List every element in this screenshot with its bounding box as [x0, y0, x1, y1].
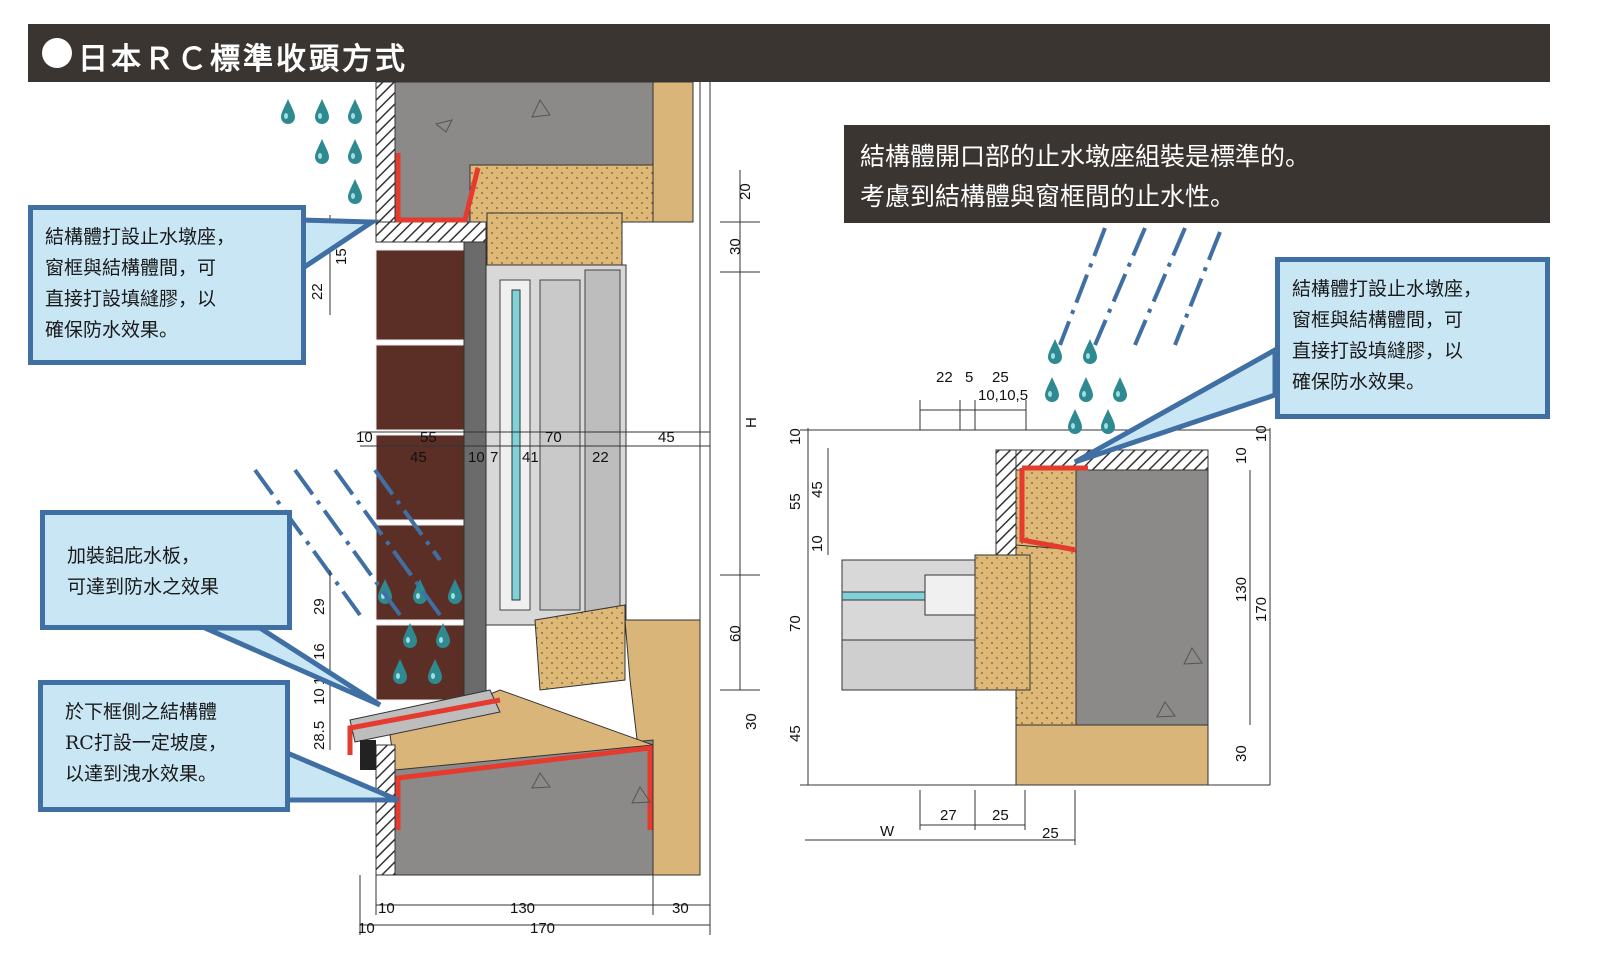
dim-label: 10,10,5: [978, 387, 1028, 404]
dim-label: 30: [743, 713, 760, 730]
explanation-banner: 結構體開口部的止水墩座組裝是標準的。 考慮到結構體與窗框間的止水性。: [844, 125, 1550, 223]
dim-label: 170: [1253, 597, 1270, 622]
dim-label: 70: [545, 429, 562, 446]
dim-label: 45: [787, 725, 804, 742]
rain-drop-icon: [281, 99, 295, 124]
callout-line: 以達到洩水效果。: [65, 763, 218, 785]
triangle-aggregate-icon: [531, 772, 551, 789]
dim-label: 25: [992, 369, 1009, 386]
rain-drop-icon: [315, 99, 329, 124]
callout-line: 確保防水效果。: [1292, 371, 1426, 393]
dim-label: 27: [940, 807, 957, 824]
dim-label: 41: [522, 449, 539, 466]
callout-line: 結構體打設止水墩座，: [45, 226, 236, 248]
callout-line: RC打設一定坡度，: [65, 732, 227, 754]
dim-label: 22: [592, 449, 609, 466]
dim-label: 5: [965, 369, 973, 386]
dim-label: 10: [378, 900, 395, 917]
callout-middle-left: 加裝鋁庇水板， 可達到防水之效果: [40, 510, 292, 630]
dim-label: 25: [1042, 825, 1059, 842]
left-section: [253, 81, 760, 935]
callout-right: 結構體打設止水墩座， 窗框與結構體間，可 直接打設填縫膠，以 確保防水效果。: [1275, 257, 1550, 419]
callout-top-left: 結構體打設止水墩座， 窗框與結構體間，可 直接打設填縫膠，以 確保防水效果。: [28, 205, 306, 365]
callout-bottom-left: 於下框側之結構體 RC打設一定坡度， 以達到洩水效果。: [38, 680, 290, 812]
callout-line: 於下框側之結構體: [65, 701, 218, 723]
callout-line: 窗框與結構體間，可: [1292, 309, 1464, 331]
dim-label: 45: [410, 449, 427, 466]
callout-line: 加裝鋁庇水板，: [67, 545, 201, 567]
rain-drop-icon: [1113, 377, 1127, 402]
dim-label: W: [880, 823, 895, 840]
dim-label: 130: [510, 900, 535, 917]
dim-label: 60: [727, 625, 744, 642]
dim-label: 16: [311, 643, 328, 660]
rain-streak-icon: [253, 468, 442, 617]
dim-label: 15: [333, 248, 350, 265]
dim-label: 45: [658, 429, 675, 446]
bullet-circle-icon: [42, 38, 72, 68]
dim-label: H: [743, 417, 760, 428]
dim-label: 10: [1233, 447, 1250, 464]
dim-label: 10: [787, 428, 804, 445]
rain-drop-icon: [348, 139, 362, 164]
dim-label: 55: [787, 493, 804, 510]
dim-label: 45: [809, 481, 826, 498]
rain-drop-icon: [1068, 409, 1082, 434]
triangle-aggregate-icon: [631, 786, 651, 804]
dim-label: 10: [1253, 425, 1270, 442]
callout-line: 結構體打設止水墩座，: [1292, 278, 1483, 300]
callout-line: 可達到防水之效果: [67, 576, 220, 598]
callout-line: 直接打設填縫膠，以: [45, 288, 217, 310]
dim-label: 20: [737, 183, 754, 200]
banner-line: 考慮到結構體與窗框間的止水性。: [860, 182, 1236, 211]
rain-drop-icon: [315, 139, 329, 164]
callout-line: 確保防水效果。: [45, 319, 179, 341]
dim-label: 30: [1233, 745, 1250, 762]
dim-label: 22: [309, 283, 326, 300]
callout-line: 直接打設填縫膠，以: [1292, 340, 1464, 362]
rain-drop-icon: [348, 179, 362, 204]
callout-line: 窗框與結構體間，可: [45, 257, 217, 279]
dim-label: 10: [358, 920, 375, 937]
triangle-aggregate-icon: [531, 98, 551, 118]
title-bar: 日本ＲＣ標準收頭方式: [28, 24, 1550, 82]
dim-label: 7: [490, 449, 498, 466]
dim-label: 10: [356, 429, 373, 446]
dim-label: 25: [992, 807, 1009, 824]
rain-drop-icon: [1101, 409, 1115, 434]
banner-line: 結構體開口部的止水墩座組裝是標準的。: [860, 142, 1311, 171]
triangle-aggregate-icon: [1183, 647, 1203, 665]
dim-label: 10: [468, 449, 485, 466]
dim-label: 29: [311, 598, 328, 615]
triangle-aggregate-icon: [1156, 701, 1176, 718]
dim-label: 10: [809, 535, 826, 552]
dim-label: 10: [311, 688, 328, 705]
dim-label: 30: [672, 900, 689, 917]
dim-label: 55: [420, 429, 437, 446]
page-title: 日本ＲＣ標準收頭方式: [78, 42, 408, 77]
triangle-aggregate-icon: [434, 119, 453, 133]
dim-label: 170: [530, 920, 555, 937]
callout-pointer: [1073, 345, 1278, 465]
dim-label: 30: [727, 238, 744, 255]
right-section: [800, 227, 1271, 845]
dim-label: 130: [1233, 577, 1250, 602]
dim-label: 22: [936, 369, 953, 386]
rain-drop-icon: [1079, 377, 1093, 402]
dim-label: 28.5: [311, 721, 328, 750]
rain-streak-icon: [1058, 227, 1222, 346]
rain-drop-icon: [348, 99, 362, 124]
dim-label: 70: [787, 615, 804, 632]
rain-drop-icon: [1045, 377, 1059, 402]
